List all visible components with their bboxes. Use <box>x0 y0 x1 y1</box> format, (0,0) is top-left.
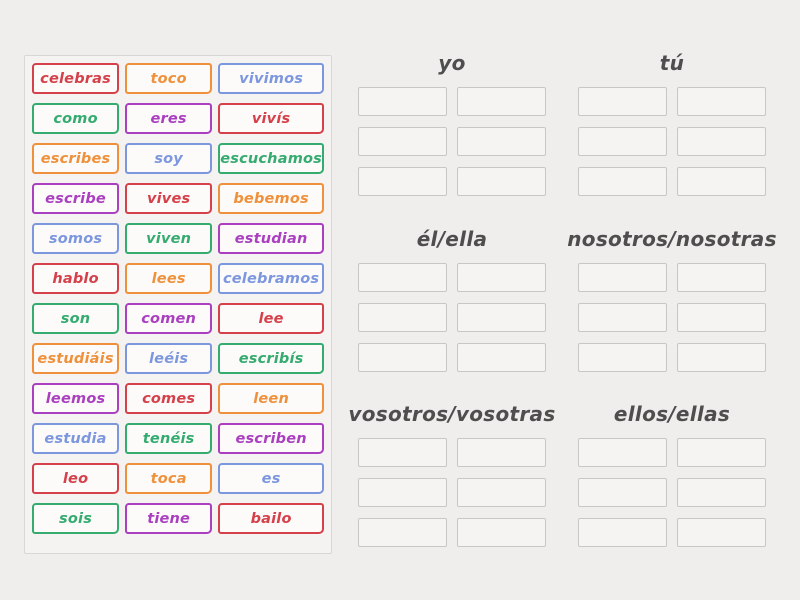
drop-slot[interactable] <box>677 127 766 156</box>
word-tile[interactable]: son <box>32 303 120 334</box>
word-tile[interactable]: vivimos <box>218 63 324 94</box>
drop-slot[interactable] <box>578 167 667 196</box>
drop-slot[interactable] <box>457 127 546 156</box>
drop-slot[interactable] <box>677 343 766 372</box>
word-tile[interactable]: hablo <box>32 263 120 294</box>
slot-grid-tu <box>578 87 766 196</box>
word-tile[interactable]: viven <box>125 223 213 254</box>
word-tile[interactable]: toca <box>125 463 213 494</box>
drop-slot[interactable] <box>578 518 667 547</box>
drop-slot[interactable] <box>457 438 546 467</box>
word-tile[interactable]: lee <box>218 303 324 334</box>
slot-grid-ellos-ellas <box>578 438 766 547</box>
drop-slot[interactable] <box>578 127 667 156</box>
word-tile[interactable]: vives <box>125 183 213 214</box>
drop-slot[interactable] <box>578 263 667 292</box>
drop-slot[interactable] <box>358 478 447 507</box>
group-label-nosotros-nosotras: nosotros/nosotras <box>567 227 777 251</box>
group-el-ella: él/ella <box>358 222 546 372</box>
drop-slot[interactable] <box>677 518 766 547</box>
word-tile[interactable]: escuchamos <box>218 143 324 174</box>
drop-slot[interactable] <box>457 87 546 116</box>
word-tile[interactable]: vivís <box>218 103 324 134</box>
drop-slot[interactable] <box>358 303 447 332</box>
drop-slot[interactable] <box>677 87 766 116</box>
drop-slot[interactable] <box>457 303 546 332</box>
drop-slot[interactable] <box>677 438 766 467</box>
word-tile[interactable]: soy <box>125 143 213 174</box>
word-tile[interactable]: tenéis <box>125 423 213 454</box>
drop-slot[interactable] <box>578 87 667 116</box>
drop-slot[interactable] <box>578 303 667 332</box>
word-tile[interactable]: escribes <box>32 143 120 174</box>
drop-slot[interactable] <box>677 478 766 507</box>
drop-slot[interactable] <box>457 343 546 372</box>
word-tile[interactable]: escribe <box>32 183 120 214</box>
group-vosotros-vosotras: vosotros/vosotras <box>348 397 556 547</box>
slot-grid-el-ella <box>358 263 546 372</box>
word-tile[interactable]: bebemos <box>218 183 324 214</box>
drop-slot[interactable] <box>677 263 766 292</box>
slot-grid-vosotros-vosotras <box>358 438 546 547</box>
drop-slot[interactable] <box>358 167 447 196</box>
word-tile[interactable]: celebras <box>32 63 120 94</box>
drop-slot[interactable] <box>677 303 766 332</box>
word-tile[interactable]: celebramos <box>218 263 324 294</box>
word-tile[interactable]: eres <box>125 103 213 134</box>
slot-grid-yo <box>358 87 546 196</box>
group-label-yo: yo <box>438 51 466 75</box>
group-nosotros-nosotras: nosotros/nosotras <box>567 222 777 372</box>
drop-slot[interactable] <box>677 167 766 196</box>
drop-slot[interactable] <box>358 518 447 547</box>
drop-slot[interactable] <box>578 343 667 372</box>
drop-slot[interactable] <box>578 478 667 507</box>
word-tile[interactable]: tiene <box>125 503 213 534</box>
drop-slot[interactable] <box>457 518 546 547</box>
drop-slot[interactable] <box>457 478 546 507</box>
word-tile[interactable]: como <box>32 103 120 134</box>
drop-slot[interactable] <box>457 167 546 196</box>
slot-grid-nosotros-nosotras <box>578 263 766 372</box>
word-tile[interactable]: toco <box>125 63 213 94</box>
group-label-ellos-ellas: ellos/ellas <box>613 402 731 426</box>
word-tile[interactable]: lees <box>125 263 213 294</box>
word-tile[interactable]: escribís <box>218 343 324 374</box>
drop-slot[interactable] <box>358 127 447 156</box>
group-label-el-ella: él/ella <box>416 227 488 251</box>
word-tile[interactable]: es <box>218 463 324 494</box>
drop-slot[interactable] <box>358 263 447 292</box>
word-tile[interactable]: comen <box>125 303 213 334</box>
drop-slot[interactable] <box>358 87 447 116</box>
word-tile[interactable]: somos <box>32 223 120 254</box>
group-yo: yo <box>358 46 546 196</box>
word-tile[interactable]: sois <box>32 503 120 534</box>
word-tile[interactable]: leéis <box>125 343 213 374</box>
word-tile[interactable]: escriben <box>218 423 324 454</box>
drop-slot[interactable] <box>358 438 447 467</box>
group-ellos-ellas: ellos/ellas <box>578 397 766 547</box>
word-tile[interactable]: bailo <box>218 503 324 534</box>
word-tile[interactable]: leemos <box>32 383 120 414</box>
group-tu: tú <box>578 46 766 196</box>
word-tile[interactable]: estudian <box>218 223 324 254</box>
word-tile[interactable]: comes <box>125 383 213 414</box>
word-tile[interactable]: leo <box>32 463 120 494</box>
drop-slot[interactable] <box>578 438 667 467</box>
word-tile[interactable]: estudiáis <box>32 343 120 374</box>
word-tile[interactable]: leen <box>218 383 324 414</box>
group-label-tu: tú <box>659 51 685 75</box>
drop-slot[interactable] <box>457 263 546 292</box>
word-tile[interactable]: estudia <box>32 423 120 454</box>
drop-slot[interactable] <box>358 343 447 372</box>
group-label-vosotros-vosotras: vosotros/vosotras <box>348 402 556 426</box>
